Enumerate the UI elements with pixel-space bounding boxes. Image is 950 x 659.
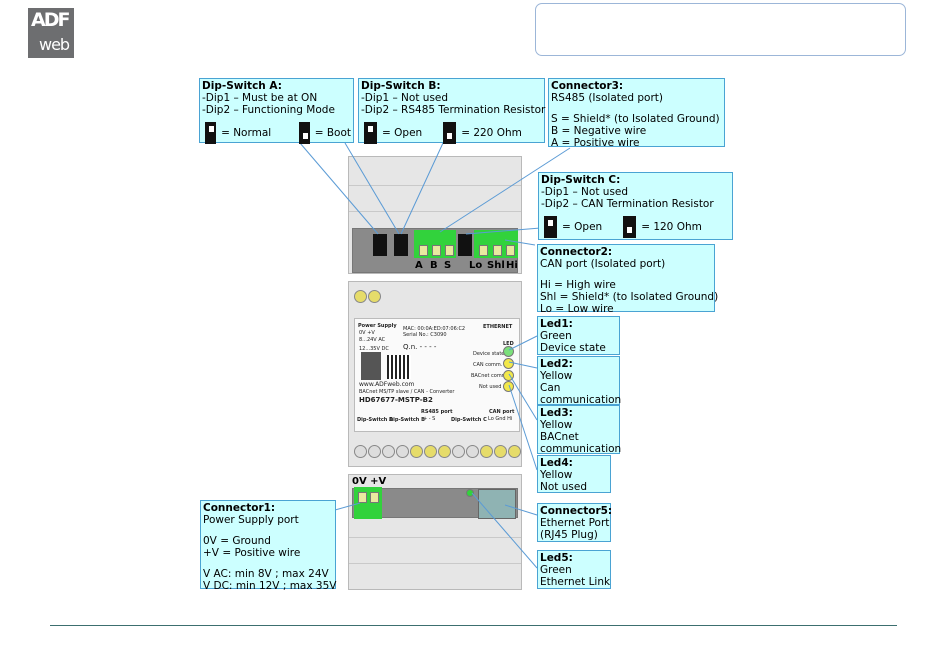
callout-connector2: Connector2: CAN port (Isolated port) Hi …	[537, 244, 718, 315]
dip-open-icon	[364, 122, 377, 144]
dip-switch-b-device	[394, 234, 408, 256]
device-label: Power Supply 0V +V 8...24V AC 12...35V D…	[354, 318, 520, 432]
led1-device-state	[503, 346, 514, 357]
qr-code	[387, 355, 411, 379]
dip-220ohm-icon	[443, 122, 457, 144]
power-terminal-label: 0V +V	[352, 476, 387, 487]
dip-boot-icon	[298, 122, 310, 144]
terminal-label-lo: Lo	[469, 260, 483, 271]
dip-120ohm-icon	[623, 216, 637, 238]
callout-led2: Led2: Yellow Can communication	[537, 356, 621, 406]
terminal-label-shl: Shl	[487, 260, 505, 271]
callout-led4: Led4: Yellow Not used	[537, 455, 611, 493]
adfweb-logo: ADF web	[28, 8, 74, 58]
terminal-label-hi: Hi	[506, 260, 518, 271]
dip-normal-icon	[205, 122, 217, 144]
led3-bacnet	[503, 370, 514, 381]
terminal-label-b: B	[430, 260, 438, 271]
callout-dip-switch-a: Dip-Switch A: -Dip1 – Must be at ON -Dip…	[199, 78, 354, 144]
callout-led3: Led3: Yellow BACnet communication	[537, 405, 621, 455]
footer-rule	[50, 625, 897, 626]
dip-switch-c-device	[458, 234, 472, 256]
terminal-label-a: A	[415, 260, 423, 271]
callout-led5: Led5: Green Ethernet Link	[537, 550, 611, 589]
led2-can	[503, 358, 514, 369]
led4-not-used	[503, 381, 514, 392]
callout-connector1: Connector1: Power Supply port 0V = Groun…	[200, 500, 336, 592]
adfweb-mini-logo	[361, 352, 381, 380]
callout-dip-switch-b: Dip-Switch B: -Dip1 – Not used -Dip2 – R…	[358, 78, 545, 144]
callout-led1: Led1: Green Device state	[537, 316, 620, 355]
logo-text-bottom: web	[39, 35, 70, 54]
header-box	[535, 3, 906, 56]
ethernet-port	[478, 489, 516, 519]
dip-switch-a-device	[373, 234, 387, 256]
led5-ethernet-link	[466, 489, 474, 497]
callout-dip-switch-c: Dip-Switch C: -Dip1 – Not used -Dip2 – C…	[538, 172, 733, 240]
callout-connector5: Connector5: Ethernet Port (RJ45 Plug)	[537, 503, 612, 542]
callout-connector3: Connector3: RS485 (Isolated port) S = Sh…	[548, 78, 725, 149]
logo-text-top: ADF	[31, 9, 70, 31]
dip-open-icon	[544, 216, 557, 238]
terminal-label-s: S	[444, 260, 452, 271]
